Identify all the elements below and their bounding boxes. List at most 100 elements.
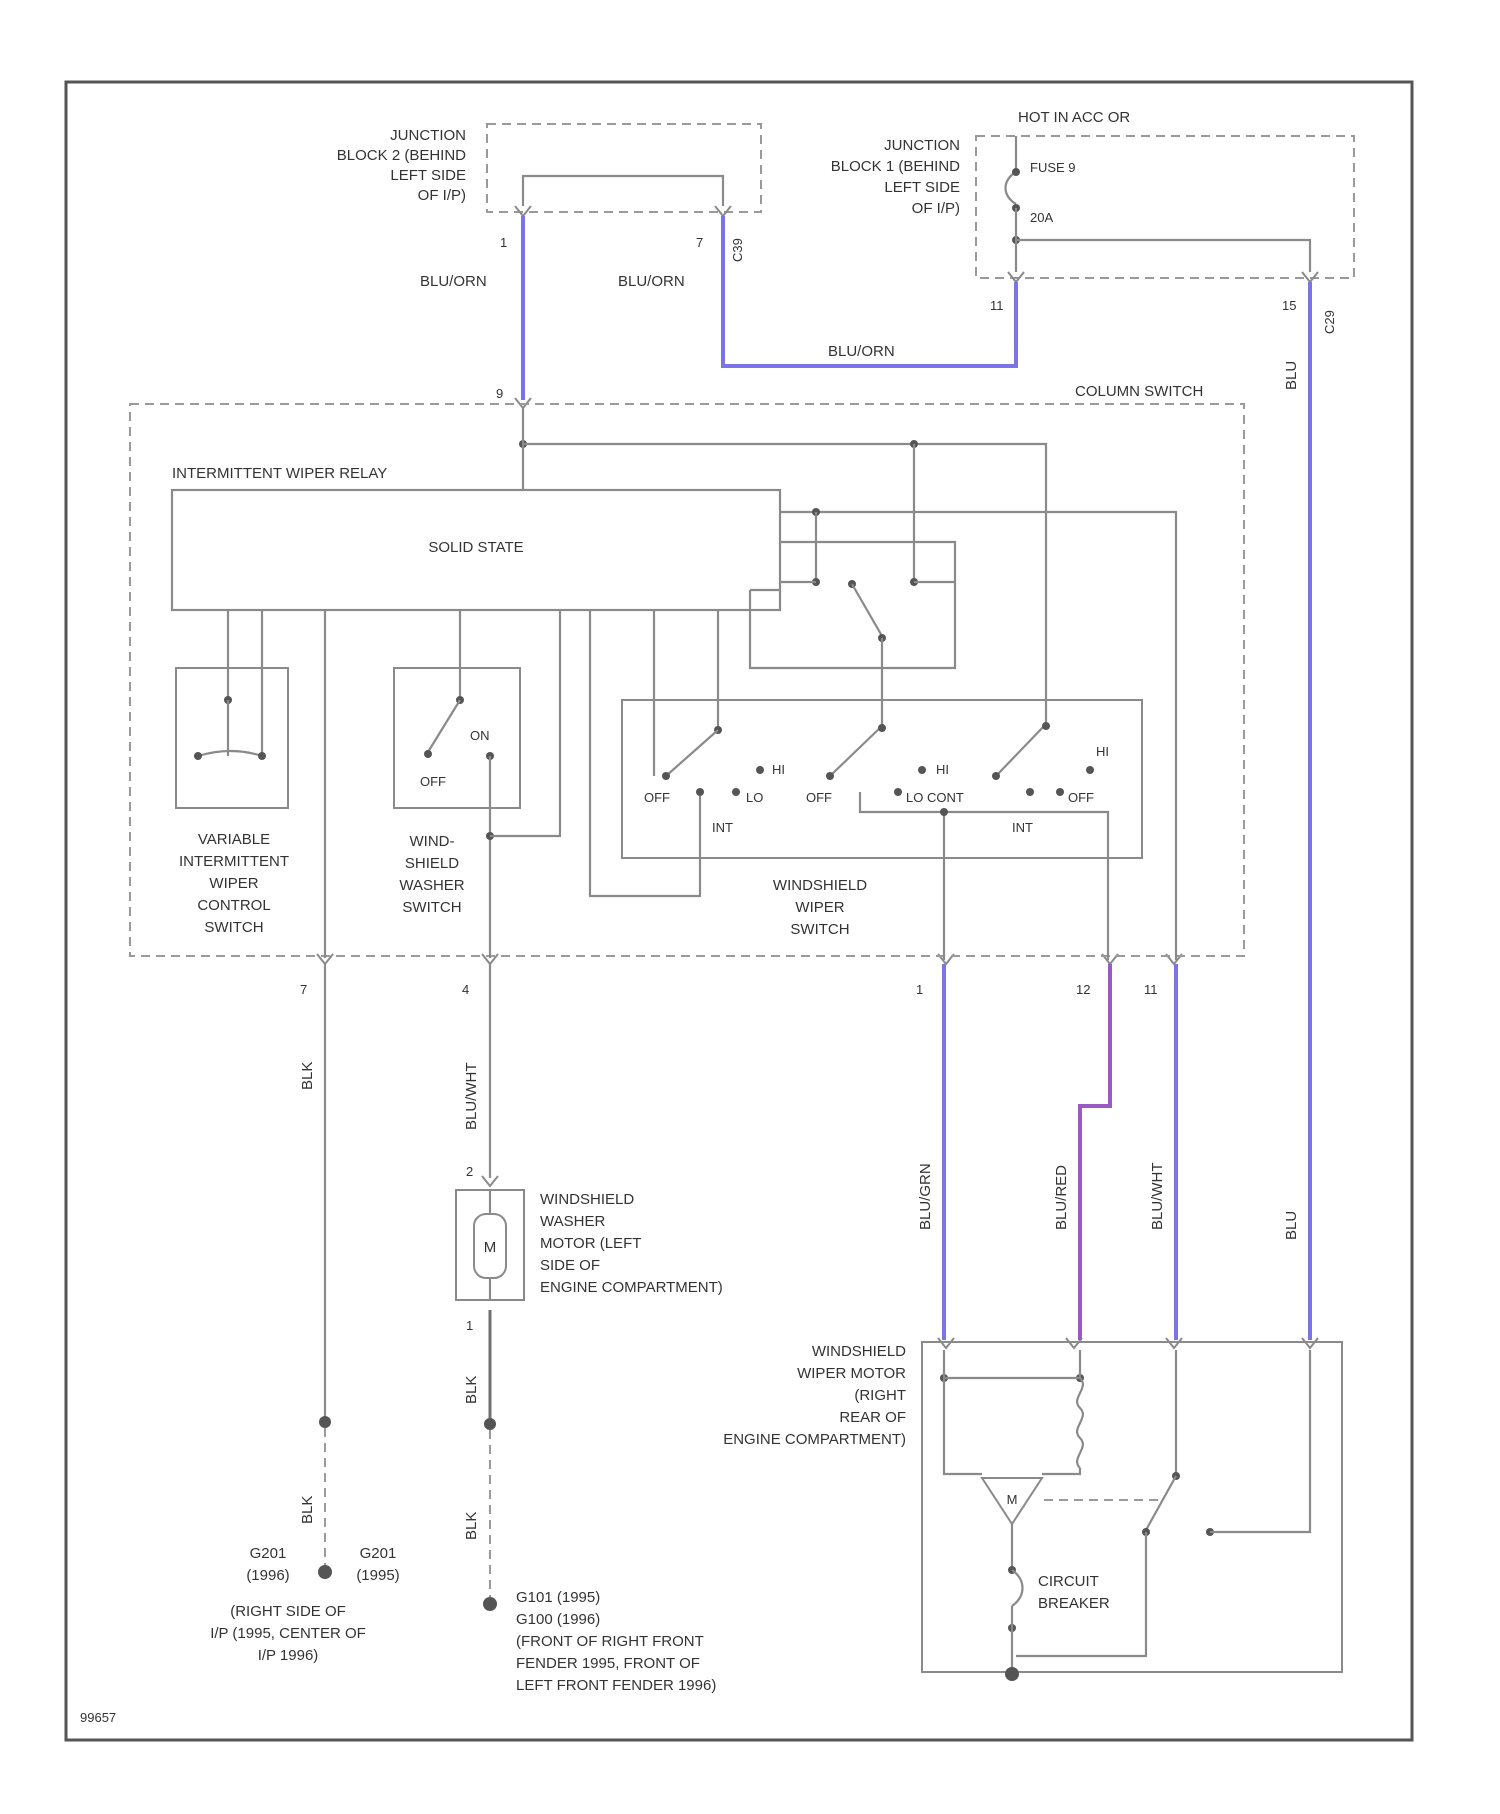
ground-right-label: G101 (1995) G100 (1996) (FRONT OF RIGHT … <box>516 1589 716 1694</box>
wiper-switch-label: WINDSHIELD WIPER SWITCH <box>773 877 867 938</box>
fuse-9-name: FUSE 9 <box>1030 160 1076 175</box>
wm-pin-2: 2 <box>466 1164 473 1179</box>
wire-label-blk-3: BLK <box>299 1496 316 1524</box>
svg-text:CONTROL: CONTROL <box>197 897 270 914</box>
junction-block-1-label: JUNCTION BLOCK 1 (BEHIND LEFT SIDE OF I/… <box>831 137 960 217</box>
svg-text:CIRCUIT: CIRCUIT <box>1038 1573 1099 1590</box>
svg-text:G100 (1996): G100 (1996) <box>516 1611 600 1628</box>
fuse-bus <box>1016 208 1310 272</box>
wm-pin-1: 1 <box>466 1318 473 1333</box>
svg-text:(RIGHT: (RIGHT <box>854 1387 906 1404</box>
wire-label-blu-orn-1: BLU/ORN <box>420 273 487 290</box>
hot-label: HOT IN ACC OR <box>1018 109 1130 126</box>
wire-blu-red <box>1080 964 1110 1340</box>
jb1-connector: C29 <box>1322 310 1337 334</box>
svg-text:SWITCH: SWITCH <box>402 899 461 916</box>
jb1-pin-11: 11 <box>990 298 1004 313</box>
sw1-int: INT <box>712 820 733 835</box>
ground-g201 <box>318 1565 332 1579</box>
svg-text:(1995): (1995) <box>356 1567 399 1584</box>
sw3-hi: HI <box>1096 744 1109 759</box>
wiper-motor-box <box>922 1342 1342 1672</box>
washer-switch-box <box>394 668 520 808</box>
sw3-int: INT <box>1012 820 1033 835</box>
jb2-pin-7: 7 <box>696 235 703 250</box>
svg-text:SIDE OF: SIDE OF <box>540 1257 600 1274</box>
washer-off: OFF <box>420 774 446 789</box>
wire-label-blu-orn-2: BLU/ORN <box>618 273 685 290</box>
svg-text:G101 (1995): G101 (1995) <box>516 1589 600 1606</box>
svg-text:WASHER: WASHER <box>540 1213 605 1230</box>
svg-text:VARIABLE: VARIABLE <box>198 831 270 848</box>
sw1-hi: HI <box>772 762 785 777</box>
svg-text:OF I/P): OF I/P) <box>912 200 960 217</box>
svg-text:WASHER: WASHER <box>399 877 464 894</box>
svg-text:FENDER 1995, FRONT OF: FENDER 1995, FRONT OF <box>516 1655 700 1672</box>
wire-label-blk-2: BLK <box>463 1376 480 1404</box>
sw3-off: OFF <box>1068 790 1094 805</box>
cs-pin-1: 1 <box>916 982 923 997</box>
column-switch-label: COLUMN SWITCH <box>1075 383 1203 400</box>
jb1-pin-15: 15 <box>1282 298 1296 313</box>
solid-state-label: SOLID STATE <box>428 539 523 556</box>
svg-text:(RIGHT SIDE OF: (RIGHT SIDE OF <box>230 1603 346 1620</box>
jb2-connector: C39 <box>730 238 745 262</box>
cs-pin-4: 4 <box>462 982 469 997</box>
column-switch-pin-9: 9 <box>496 386 503 401</box>
svg-text:INTERMITTENT: INTERMITTENT <box>179 853 289 870</box>
svg-text:WIND-: WIND- <box>410 833 455 850</box>
svg-text:LEFT FRONT FENDER 1996): LEFT FRONT FENDER 1996) <box>516 1677 716 1694</box>
wire-label-blu-red: BLU/RED <box>1053 1165 1070 1230</box>
wire-label-blu-right: BLU <box>1283 1211 1300 1240</box>
wiper-motor-ground <box>1005 1667 1019 1681</box>
svg-text:ENGINE COMPARTMENT): ENGINE COMPARTMENT) <box>540 1279 723 1296</box>
washer-switch-label: WIND- SHIELD WASHER SWITCH <box>399 833 464 916</box>
sw2-off: OFF <box>806 790 832 805</box>
svg-text:REAR OF: REAR OF <box>839 1409 906 1426</box>
wire-label-blk-4: BLK <box>463 1512 480 1540</box>
wiper-motor-brush-coil <box>1077 1378 1083 1468</box>
svg-text:MOTOR (LEFT: MOTOR (LEFT <box>540 1235 641 1252</box>
washer-on: ON <box>470 728 490 743</box>
svg-text:SWITCH: SWITCH <box>204 919 263 936</box>
wiper-motor-label: WINDSHIELD WIPER MOTOR (RIGHT REAR OF EN… <box>723 1343 906 1448</box>
jb2-pin-1: 1 <box>500 235 507 250</box>
svg-text:G201: G201 <box>360 1545 397 1562</box>
svg-text:I/P (1995, CENTER OF: I/P (1995, CENTER OF <box>210 1625 366 1642</box>
svg-text:M: M <box>484 1239 497 1256</box>
wire-label-blu-orn-3: BLU/ORN <box>828 343 895 360</box>
svg-text:(FRONT OF RIGHT FRONT: (FRONT OF RIGHT FRONT <box>516 1633 704 1650</box>
svg-text:BREAKER: BREAKER <box>1038 1595 1110 1612</box>
wire-label-blk-1: BLK <box>299 1062 316 1090</box>
figure-id: 99657 <box>80 1710 116 1725</box>
svg-text:WIPER: WIPER <box>209 875 258 892</box>
relay-label: INTERMITTENT WIPER RELAY <box>172 465 387 482</box>
sw1-lo: LO <box>746 790 763 805</box>
circuit-breaker-label: CIRCUIT BREAKER <box>1038 1573 1110 1612</box>
svg-text:SWITCH: SWITCH <box>790 921 849 938</box>
jb2-internal-bus <box>523 176 723 206</box>
cs-pin-12: 12 <box>1076 982 1090 997</box>
wire-label-blu-wht-2: BLU/WHT <box>1149 1163 1166 1231</box>
sw1-off: OFF <box>644 790 670 805</box>
ground-g101 <box>483 1597 497 1611</box>
svg-text:(1996): (1996) <box>246 1567 289 1584</box>
svg-text:JUNCTION: JUNCTION <box>390 127 466 144</box>
ground-left-label: G201 (1996) (RIGHT SIDE OF I/P (1995, CE… <box>210 1545 399 1664</box>
column-switch-outline <box>130 404 1244 956</box>
svg-text:BLOCK 2 (BEHIND: BLOCK 2 (BEHIND <box>337 147 466 164</box>
fuse-9-rating: 20A <box>1030 210 1053 225</box>
svg-text:WINDSHIELD: WINDSHIELD <box>812 1343 906 1360</box>
fuse-9-symbol <box>1006 172 1017 204</box>
svg-text:WINDSHIELD: WINDSHIELD <box>773 877 867 894</box>
svg-text:G201: G201 <box>250 1545 287 1562</box>
svg-text:JUNCTION: JUNCTION <box>884 137 960 154</box>
svg-text:OF I/P): OF I/P) <box>418 187 466 204</box>
sw2-hi: HI <box>936 762 949 777</box>
cs-pin-11: 11 <box>1144 982 1158 997</box>
svg-text:SHIELD: SHIELD <box>405 855 459 872</box>
cs-pin-7: 7 <box>300 982 307 997</box>
svg-text:LEFT SIDE: LEFT SIDE <box>884 179 960 196</box>
junction-block-2-outline <box>487 124 761 212</box>
